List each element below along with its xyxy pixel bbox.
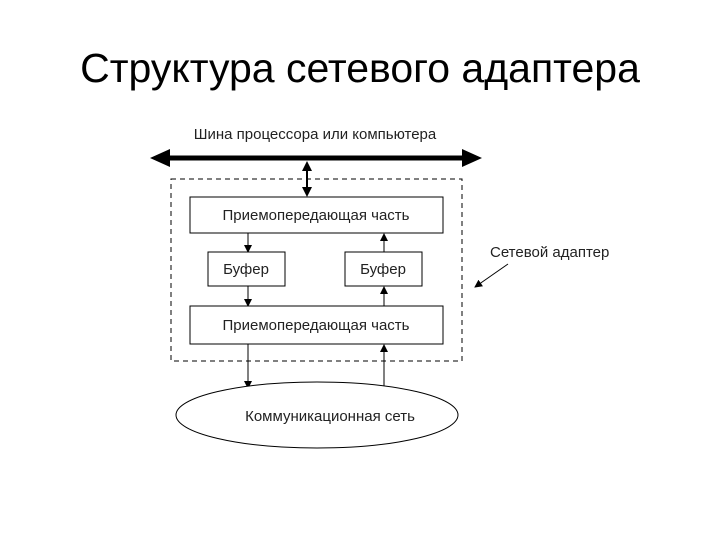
page-title: Структура сетевого адаптера <box>80 45 640 91</box>
transceiver-bottom-box <box>189 305 444 345</box>
adapter-boundary <box>170 178 463 362</box>
transceiver-top-label: Приемопередающая часть <box>223 207 410 224</box>
bus-connector-arrow <box>302 161 312 197</box>
transceiver-bottom-label: Приемопередающая часть <box>223 317 410 334</box>
transceiver-top-box <box>189 196 444 234</box>
buffer-left-box <box>207 251 286 287</box>
buffer-left-label: Буфер <box>223 261 269 278</box>
bus-label: Шина процессора или компьютера <box>194 126 437 143</box>
adapter-label: Сетевой адаптер <box>490 244 609 261</box>
buffer-right-label: Буфер <box>360 261 406 278</box>
bus-arrow <box>150 149 482 167</box>
network-ellipse <box>175 381 459 449</box>
adapter-pointer-arrow <box>474 263 509 288</box>
network-label: Коммуникационная сеть <box>245 408 415 425</box>
